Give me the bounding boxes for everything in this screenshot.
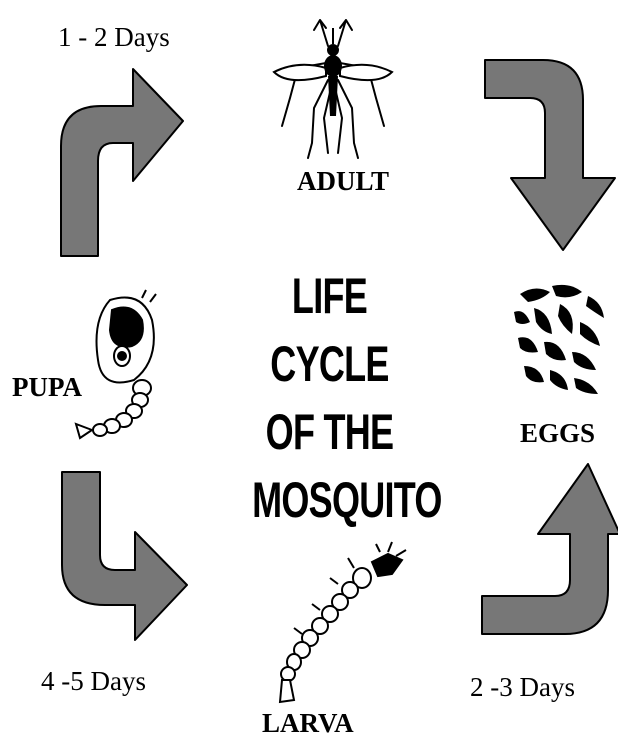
arrow-larva-to-pupa (60, 470, 195, 645)
arrow-pupa-to-adult (58, 66, 188, 256)
stage-label-adult: ADULT (297, 166, 389, 197)
title-line-1: LIFE CYCLE (252, 262, 407, 398)
pupa-icon (72, 290, 172, 450)
larva-icon (262, 540, 412, 715)
diagram-title: LIFE CYCLE OF THE MOSQUITO (252, 262, 407, 534)
title-line-2: OF THE (252, 398, 407, 466)
arrow-adult-to-eggs (483, 58, 618, 253)
adult-mosquito-icon (268, 8, 398, 168)
duration-larva-to-pupa: 4 -5 Days (41, 666, 146, 697)
stage-label-eggs: EGGS (520, 418, 595, 449)
arrow-eggs-to-larva (480, 462, 618, 662)
duration-pupa-to-adult: 1 - 2 Days (58, 22, 170, 53)
duration-eggs-to-larva: 2 -3 Days (470, 672, 575, 703)
title-line-3: MOSQUITO (252, 466, 407, 534)
eggs-icon (510, 282, 610, 402)
